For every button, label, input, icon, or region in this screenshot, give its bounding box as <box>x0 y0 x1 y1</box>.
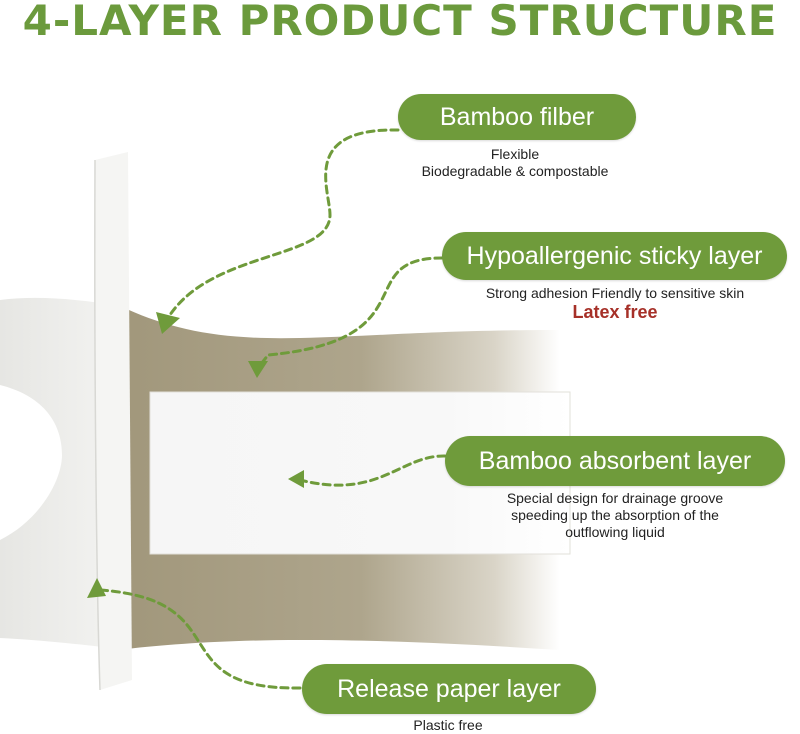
release-paper-description: Plastic free <box>300 717 596 734</box>
description-line: Flexible <box>490 146 540 162</box>
description-line: Plastic free <box>413 717 483 733</box>
arrowhead-sticky-layer <box>248 361 268 378</box>
connector-release-paper <box>98 588 302 690</box>
sticky-layer-description: Strong adhesion Friendly to sensitive sk… <box>440 285 790 302</box>
description-line: outflowing liquid <box>565 524 665 540</box>
description-line: Strong adhesion Friendly to sensitive sk… <box>485 285 745 301</box>
arrowhead-bamboo-filber <box>156 312 180 334</box>
release-paper-label: Release paper layer <box>302 664 596 714</box>
sticky-layer-label: Hypoallergenic sticky layer <box>442 232 787 280</box>
arrowhead-absorbent-layer <box>288 470 304 488</box>
bamboo-filber-description: Flexible Biodegradable & compostable <box>360 146 670 180</box>
description-line: speeding up the absorption of the <box>511 507 719 523</box>
connector-absorbent-layer <box>298 454 447 487</box>
description-line: Biodegradable & compostable <box>421 163 609 179</box>
absorbent-layer-description: Special design for drainage groove speed… <box>470 490 760 541</box>
absorbent-layer-label: Bamboo absorbent layer <box>445 436 785 486</box>
release-paper-shape <box>0 297 125 650</box>
latex-free-badge: Latex free <box>572 302 658 322</box>
arrowhead-release-paper <box>87 578 106 598</box>
connector-bamboo-filber <box>166 128 400 320</box>
bamboo-filber-label: Bamboo filber <box>398 94 636 140</box>
description-line: Special design for drainage groove <box>506 490 724 506</box>
page-title: 4-LAYER PRODUCT STRUCTURE <box>22 0 778 45</box>
connector-sticky-layer <box>256 256 444 370</box>
peeled-paper-strip-shape <box>94 152 132 690</box>
